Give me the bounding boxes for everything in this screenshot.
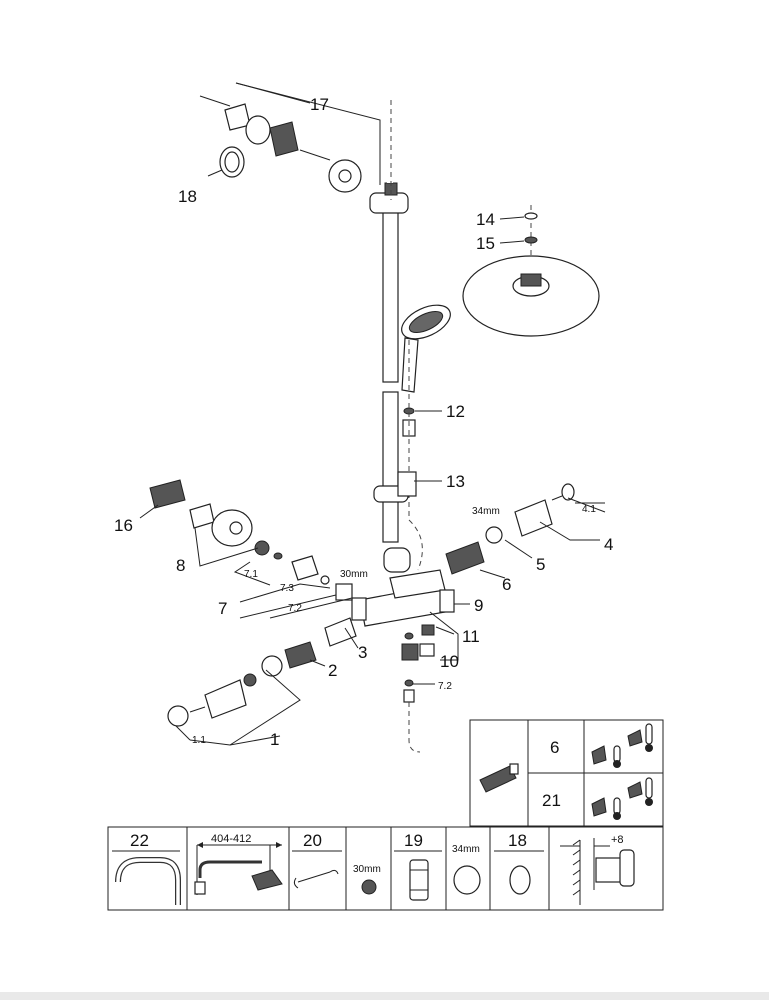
cartridge-sleeve-icon [409, 859, 429, 901]
accessory-19-label: 19 [404, 831, 423, 850]
label-part-7-2-lower: 7.2 [438, 681, 452, 692]
cartridge-icon [479, 765, 517, 793]
offset-plus-8-label: +8 [611, 834, 624, 846]
thermometer-icon [591, 777, 653, 820]
label-part-7-3: 7.3 [280, 583, 294, 594]
hand-shower-holder [373, 471, 417, 503]
label-34mm: 34mm [472, 506, 500, 517]
ring-nut-icon [453, 865, 481, 895]
label-part-9: 9 [474, 596, 483, 615]
label-part-13: 13 [446, 472, 465, 491]
accessory-20-label: 20 [303, 831, 322, 850]
nut-icon [361, 879, 377, 895]
label-part-7-2: 7.2 [288, 603, 302, 614]
label-part-6: 6 [502, 575, 511, 594]
spanner-icon [293, 869, 339, 889]
label-part-10: 10 [440, 652, 459, 671]
label-part-7-1: 7.1 [244, 569, 258, 580]
label-part-1: 1 [270, 730, 279, 749]
right-cartridge-parts [445, 483, 575, 575]
left-cartridge-parts [149, 479, 353, 601]
label-part-14: 14 [476, 210, 495, 229]
accessories-table: 22 404-412 20 30mm 19 34mm 18 +8 [107, 826, 664, 911]
leader-lines [139, 82, 606, 746]
label-part-15: 15 [476, 234, 495, 253]
label-part-12: 12 [446, 402, 465, 421]
shower-riser-pipe [369, 97, 543, 543]
wall-bracket-set [199, 95, 362, 193]
thermostat-cartridge-table: 6 21 [469, 719, 664, 827]
shower-arm-dimension-icon [194, 845, 283, 895]
rain-shower-head [462, 212, 600, 337]
label-part-17: 17 [310, 95, 329, 114]
wall-offset-icon [560, 838, 635, 905]
table-row-6: 6 [550, 738, 559, 757]
label-30mm: 30mm [340, 569, 368, 580]
label-part-11: 11 [462, 627, 480, 646]
arm-length-dimension: 404-412 [211, 833, 251, 845]
accessory-22-label: 22 [130, 831, 149, 850]
label-part-16: 16 [114, 516, 133, 535]
shower-hose [408, 519, 423, 571]
accessory-34mm-label: 34mm [452, 844, 480, 855]
label-part-2: 2 [328, 661, 337, 680]
hand-shower [401, 304, 451, 520]
thermometer-icon [591, 723, 653, 768]
label-part-8: 8 [176, 556, 185, 575]
page-footer-strip [0, 992, 769, 1000]
accessory-18-label: 18 [508, 831, 527, 850]
diverter-parts [401, 624, 435, 753]
label-part-4-1: 4.1 [582, 504, 596, 515]
label-part-18: 18 [178, 187, 197, 206]
label-part-4: 4 [604, 535, 613, 554]
accessory-30mm-label: 30mm [353, 864, 381, 875]
label-part-5: 5 [536, 555, 545, 574]
table-row-21: 21 [542, 791, 561, 810]
gooseneck-arm-icon [115, 857, 181, 905]
label-part-3: 3 [358, 643, 367, 662]
label-part-7: 7 [218, 599, 227, 618]
seal-ring-icon [509, 865, 531, 895]
thermostat-mixer-body [351, 547, 455, 627]
label-part-1-1: 1.1 [192, 735, 206, 746]
